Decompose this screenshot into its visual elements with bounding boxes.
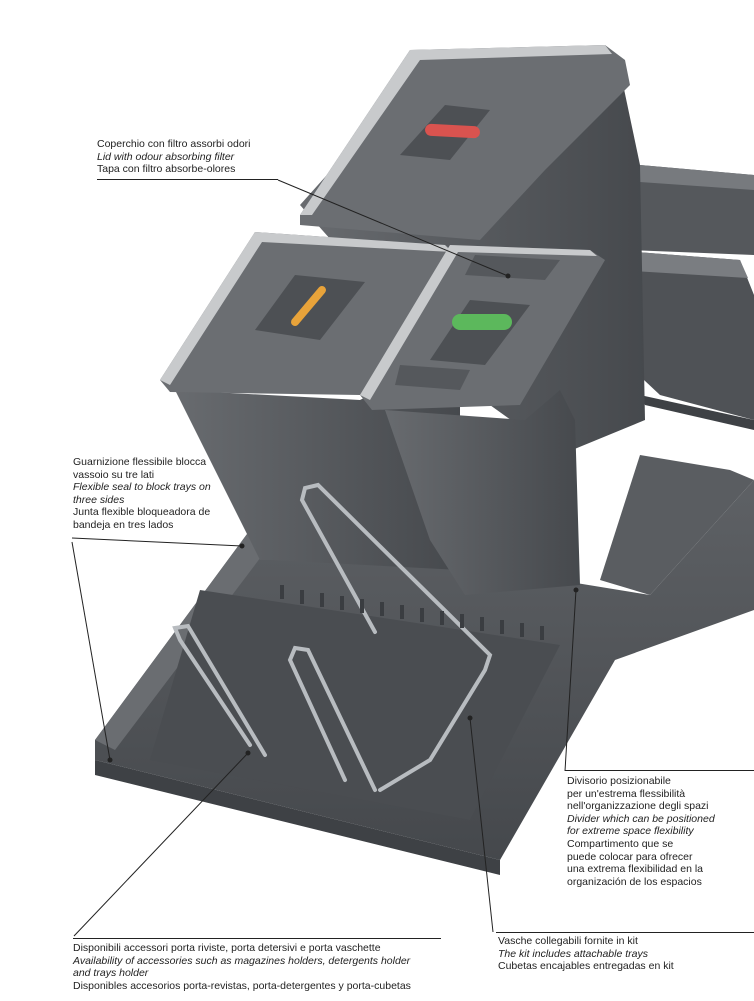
divider-text-es-3: una extrema flexibilidad en la (567, 863, 703, 876)
trays-text-it: Vasche collegabili fornite in kit (498, 935, 638, 947)
trays-rule (496, 932, 754, 933)
accessories-text-en-1: Availability of accessories such as maga… (73, 954, 411, 967)
accessories-text-es: Disponibles accesorios porta-revistas, p… (73, 979, 411, 992)
divider-text-es-4: organización de los espacios (567, 875, 702, 888)
wire-holders (172, 482, 493, 792)
seal-text-es-1: Junta flexible bloqueadora de (73, 506, 211, 519)
divider-rule (565, 770, 754, 771)
callout-trays: Vasche collegabili fornite in kit The ki… (498, 935, 674, 973)
divider-text-it-3: nell'organizzazione degli spazi (567, 800, 709, 813)
trays-text-en: The kit includes attachable trays (498, 947, 648, 960)
lid-text-en: Lid with odour absorbing filter (97, 150, 235, 163)
right-bin (360, 245, 605, 595)
callout-accessories: Disponibili accessori porta riviste, por… (73, 942, 411, 992)
seal-text-it-1: Guarnizione flessibile blocca (73, 456, 207, 468)
trays-text-es: Cubetas encajables entregadas en kit (498, 960, 674, 973)
callout-lid: Coperchio con filtro assorbi odori Lid w… (97, 138, 251, 176)
accessories-text-en-2: and trays holder (73, 967, 149, 980)
divider-text-es-1: Compartimento que se (567, 837, 674, 850)
seal-text-en-2: three sides (73, 493, 125, 506)
callout-seal: Guarnizione flessibile blocca vassoio su… (73, 456, 211, 532)
divider-text-es-2: puede colocar para ofrecer (567, 850, 693, 863)
lid-rule (97, 179, 278, 180)
seal-text-en-1: Flexible seal to block trays on (73, 481, 211, 494)
callout-divider: Divisorio posizionabile per un'estrema f… (567, 775, 715, 888)
large-tray (95, 455, 754, 875)
divider-text-en-1: Divider which can be positioned (567, 812, 715, 825)
divider-text-en-2: for extreme space flexibility (567, 825, 694, 838)
divider-text-it-1: Divisorio posizionabile (567, 775, 671, 787)
seal-text-es-2: bandeja en tres lados (73, 518, 174, 531)
lid-text-es: Tapa con filtro absorbe-olores (97, 163, 236, 176)
leader-dots (107, 273, 579, 763)
divider-text-it-2: per un'estrema flessibilità (567, 787, 686, 800)
background-trays (610, 165, 754, 430)
tray-slots (280, 585, 544, 640)
seal-text-it-2: vassoio su tre lati (73, 468, 155, 481)
lid-text-it: Coperchio con filtro assorbi odori (97, 138, 251, 150)
leader-lines (71, 179, 577, 937)
accessories-rule (73, 938, 441, 939)
accessories-text-it: Disponibili accessori porta riviste, por… (73, 942, 381, 954)
